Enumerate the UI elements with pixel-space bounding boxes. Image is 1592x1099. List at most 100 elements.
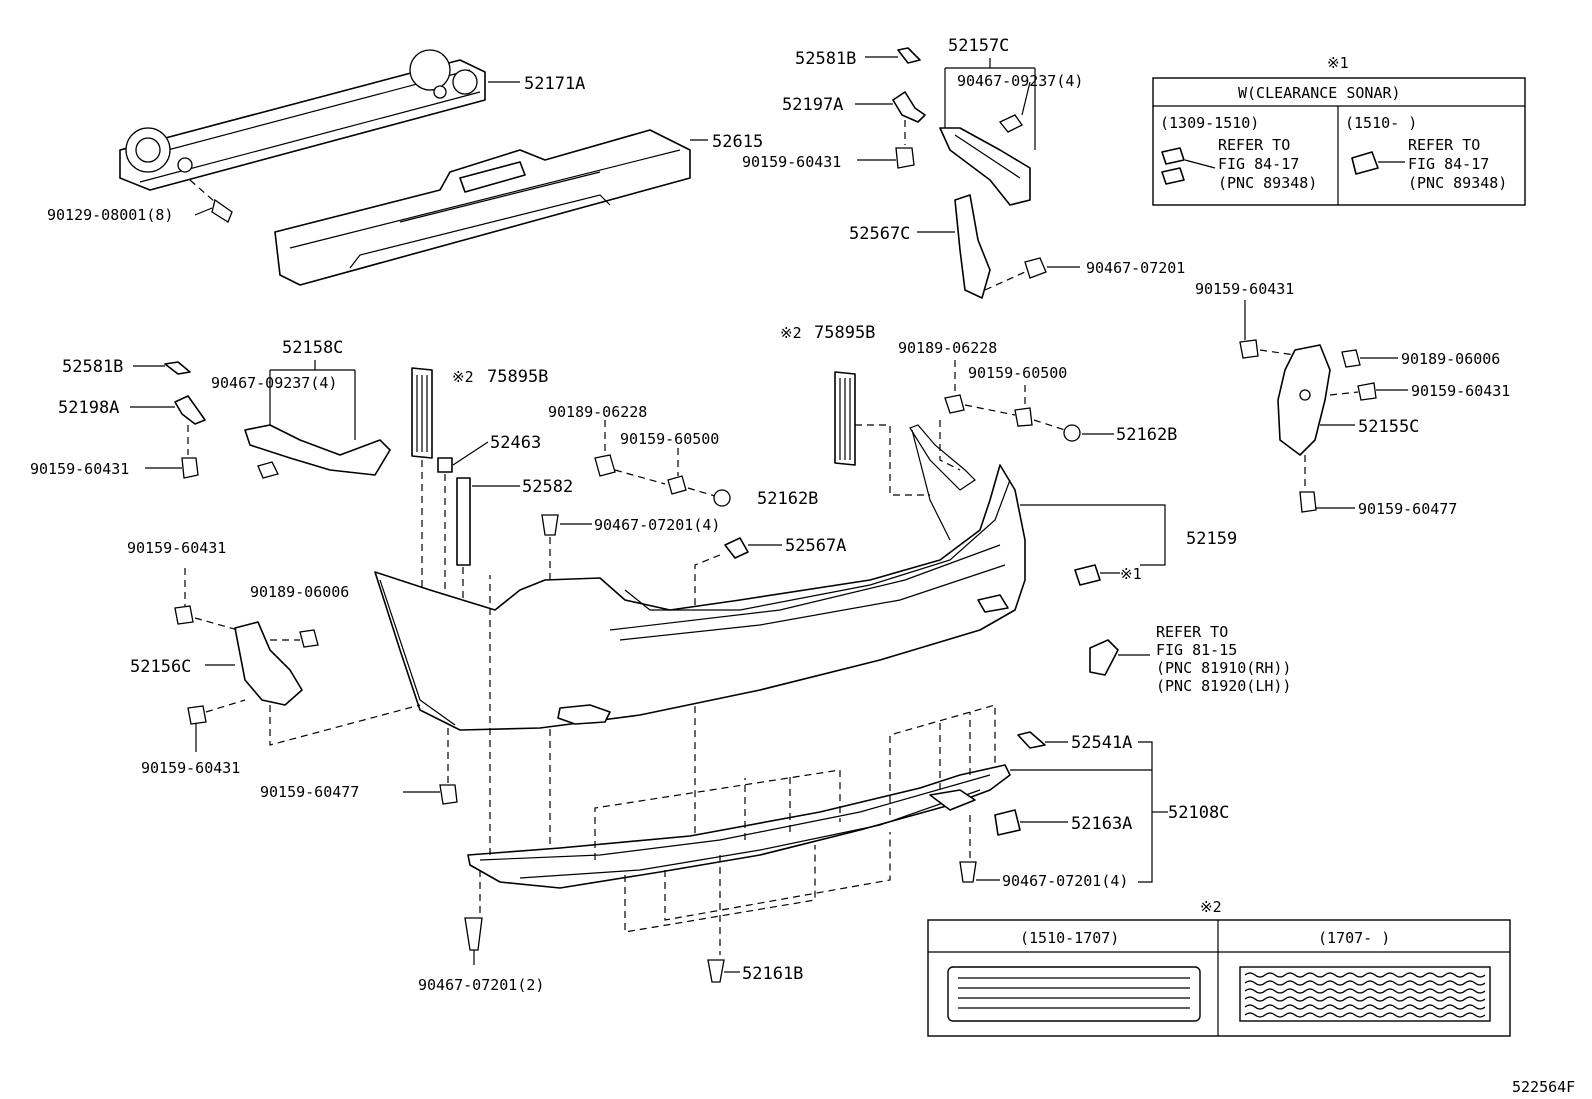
sonar-ref-mark: ※1: [1120, 565, 1142, 583]
label-90159-60431-rt2: 90159-60431: [1411, 382, 1510, 400]
label-90189-06006-l: 90189-06006: [250, 583, 349, 601]
figure-id: 522564F: [1512, 1078, 1575, 1096]
label-52159: 52159: [1186, 529, 1237, 549]
label-52582: 52582: [522, 477, 573, 497]
bracket-52567C: [954, 194, 991, 299]
label-52158C: 52158C: [282, 338, 343, 358]
label-52198A: 52198A: [58, 398, 119, 418]
spoiler-lead-52108C: [1010, 741, 1168, 883]
label-90467-07201-4a: 90467-07201(4): [594, 516, 720, 534]
label-52541A: 52541A: [1071, 733, 1132, 753]
clip-52581B-left: [164, 361, 191, 375]
rear-bumper-reinforcement: [119, 49, 486, 191]
label-90159-60477-rt: 90159-60477: [1358, 500, 1457, 518]
label-52567A: 52567A: [785, 536, 846, 556]
sonar-col2-ref2: FIG 84-17: [1408, 155, 1489, 173]
label-75895B-left: 75895B: [487, 367, 548, 387]
label-75895B-right: 75895B: [814, 323, 875, 343]
rear-bumper-energy-absorber: [274, 129, 691, 286]
label-90159-60431-rt: 90159-60431: [1195, 280, 1294, 298]
label-90159-60431-top: 90159-60431: [742, 153, 841, 171]
reflector-textured-pattern: [1239, 966, 1491, 1022]
bracket-52155C: [1277, 344, 1331, 488]
tail-lamp-reference-part: [1089, 639, 1150, 676]
retainer-52157C: [939, 58, 1036, 206]
nut-90189-06228-mid: [594, 420, 666, 485]
label-52162B-right: 52162B: [1116, 425, 1177, 445]
clip-52162B-mid: [713, 489, 731, 507]
sonar-bracket-icon-old: [1161, 147, 1216, 185]
refer-lamp-line4: (PNC 81920(LH)): [1156, 677, 1291, 695]
label-90467-07201-4b: 90467-07201(4): [1002, 872, 1128, 890]
clip-52581B-top: [897, 47, 921, 64]
label-52161B: 52161B: [742, 964, 803, 984]
leader-lines: [130, 56, 1408, 973]
reflector-75895B-right: [834, 371, 930, 496]
label-52162B-mid: 52162B: [757, 489, 818, 509]
mark2-right: ※2: [780, 324, 802, 342]
clip-52567A: [694, 537, 749, 845]
screw-90159-60431-rt: [1239, 339, 1296, 359]
screw-90159-60431-rt2: [1329, 382, 1377, 401]
reflector-col1-range: (1510-1707): [1020, 929, 1119, 947]
label-90467-09237-left: 90467-09237(4): [211, 374, 337, 392]
screw-90159-60477-l: [439, 728, 458, 805]
reflector-75895B-left: [411, 367, 433, 610]
screw-90159-60500-right: [1014, 385, 1066, 431]
screw-90159-60431-l2: [174, 568, 239, 631]
rear-bumper-cover: [374, 420, 1026, 731]
clip-90467-07201-4a: [541, 514, 559, 870]
reflector-variant-table: ※2 (1510-1707) (1707- ): [927, 898, 1511, 1037]
label-90159-60500-mid: 90159-60500: [620, 430, 719, 448]
clip-90467-09237-left: [257, 461, 279, 479]
reflector-col2-range: (1707- ): [1318, 929, 1390, 947]
label-52615: 52615: [712, 132, 763, 152]
sonar-col1-range: (1309-1510): [1160, 114, 1259, 132]
sonar-col2-range: (1510- ): [1345, 114, 1417, 132]
sonar-sensor-bracket: [1074, 564, 1120, 586]
bolt-90129-08001: [189, 179, 233, 223]
cover-52541A: [1017, 731, 1046, 749]
clip-52161B: [707, 959, 725, 983]
label-90159-60431-left: 90159-60431: [30, 460, 129, 478]
refer-lamp-line1: REFER TO: [1156, 623, 1228, 641]
reflector-table-mark: ※2: [1200, 898, 1222, 916]
label-90159-60431-l3: 90159-60431: [141, 759, 240, 777]
clip-90467-07201-top: [984, 257, 1047, 291]
label-52581B-left: 52581B: [62, 357, 123, 377]
clip-90467-09237-top: [998, 114, 1023, 133]
sonar-col1-ref1: REFER TO: [1218, 136, 1290, 154]
retainer-52197A: [892, 91, 926, 145]
clip-90467-07201-4b: [959, 861, 977, 883]
label-52581B-top: 52581B: [795, 49, 856, 69]
label-90467-07201-2: 90467-07201(2): [418, 976, 544, 994]
nut-90189-06006-l: [270, 629, 319, 648]
screw-90159-60477-rt: [1299, 491, 1317, 513]
bumper-mount-lead-52159: [1020, 504, 1166, 566]
bracket-52156C: [234, 621, 421, 746]
cover-52163A: [994, 809, 1021, 836]
label-90467-07201-top: 90467-07201: [1086, 259, 1185, 277]
sonar-bracket-icon-new: [1351, 151, 1405, 175]
label-52197A: 52197A: [782, 95, 843, 115]
sonar-col2-ref3: (PNC 89348): [1408, 174, 1507, 192]
nut-90189-06006-rt: [1341, 349, 1361, 368]
retainer-52158C: [244, 360, 391, 476]
sonar-col1-ref3: (PNC 89348): [1218, 174, 1317, 192]
label-90189-06228-right: 90189-06228: [898, 339, 997, 357]
refer-lamp-line2: FIG 81-15: [1156, 641, 1237, 659]
label-52163A: 52163A: [1071, 814, 1132, 834]
clip-52162B-right: [1063, 424, 1081, 442]
label-90189-06006-rt: 90189-06006: [1401, 350, 1500, 368]
label-90189-06228-mid: 90189-06228: [548, 403, 647, 421]
label-90467-09237-top: 90467-09237(4): [957, 72, 1083, 90]
sonar-col1-ref2: FIG 84-17: [1218, 155, 1299, 173]
label-52156C: 52156C: [130, 657, 191, 677]
sonar-col2-ref1: REFER TO: [1408, 136, 1480, 154]
label-52157C: 52157C: [948, 36, 1009, 56]
label-52108C: 52108C: [1168, 803, 1229, 823]
label-52567C: 52567C: [849, 224, 910, 244]
sonar-table-header: W(CLEARANCE SONAR): [1238, 84, 1401, 102]
label-90159-60500-right: 90159-60500: [968, 364, 1067, 382]
